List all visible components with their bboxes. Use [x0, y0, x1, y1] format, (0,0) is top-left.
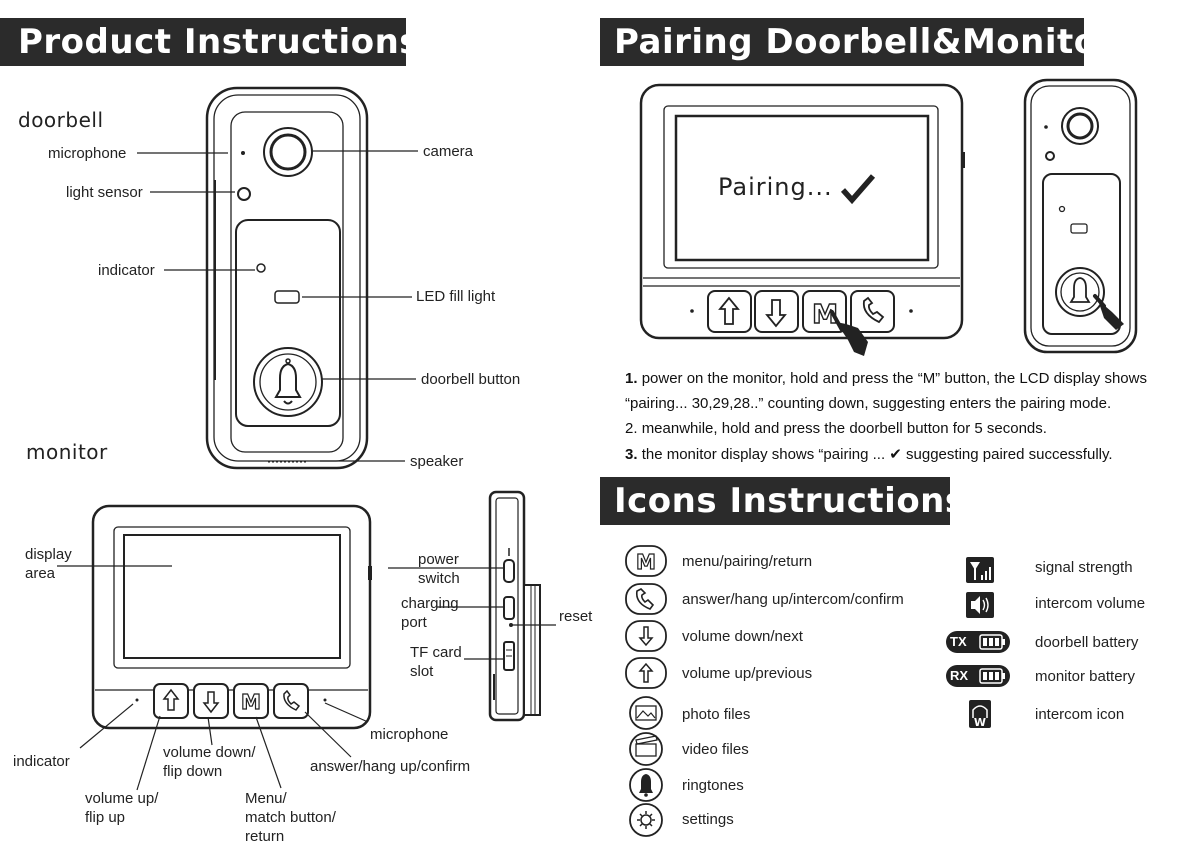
icon-label-volume-up: volume up/previous: [682, 665, 813, 682]
pairing-screen-text: Pairing...: [718, 173, 833, 201]
icon-label-signal: signal strength: [1035, 559, 1133, 576]
icon-label-monitor-battery: monitor battery: [1035, 668, 1136, 685]
step-1: 1. power on the monitor, hold and press …: [625, 370, 1147, 387]
label-volume-down: volume down/flip down: [163, 744, 256, 780]
icon-label-intercom: intercom icon: [1035, 706, 1125, 723]
icon-label-photo: photo files: [682, 706, 751, 723]
rx-badge: RX: [950, 668, 969, 683]
label-reset: reset: [559, 608, 593, 625]
icon-label-answer: answer/hang up/intercom/confirm: [682, 591, 904, 608]
step-2: 2. meanwhile, hold and press the doorbel…: [625, 420, 1047, 437]
product-instructions-banner: Product Instructions: [0, 18, 420, 66]
label-answer: answer/hang up/confirm: [310, 758, 471, 775]
label-light-sensor: light sensor: [66, 184, 143, 201]
pairing-monitor-drawing: M: [639, 83, 965, 356]
label-indicator: indicator: [98, 262, 155, 279]
svg-text:M: M: [241, 690, 261, 714]
icons-instructions-banner: Icons Instructions: [600, 477, 965, 525]
icons-left-column: M: [625, 545, 667, 837]
icon-label-intercom-volume: intercom volume: [1035, 595, 1146, 612]
monitor-side-drawing: [488, 490, 541, 722]
step-3: 3. the monitor display shows “pairing ..…: [625, 446, 1113, 463]
label-doorbell-button: doorbell button: [421, 371, 521, 388]
svg-text:W: W: [974, 716, 986, 729]
pairing-doorbell-drawing: [1023, 78, 1138, 354]
monitor-drawing: M: [91, 504, 372, 730]
icon-label-doorbell-battery: doorbell battery: [1035, 634, 1139, 651]
step-1-cont: “pairing... 30,29,28..” counting down, s…: [625, 395, 1112, 412]
label-speaker: speaker: [410, 453, 464, 470]
label-monitor-indicator: indicator: [13, 753, 70, 770]
pairing-banner: Pairing Doorbell&Monitor: [600, 18, 1114, 66]
icon-label-video: video files: [682, 741, 749, 758]
label-menu: Menu/match button/return: [245, 790, 336, 845]
doorbell-drawing: [205, 86, 369, 470]
label-monitor-microphone: microphone: [370, 726, 449, 743]
label-microphone: microphone: [48, 145, 127, 162]
label-camera: camera: [423, 143, 474, 160]
icon-label-ringtones: ringtones: [682, 777, 744, 794]
label-led-fill-light: LED fill light: [416, 288, 496, 305]
monitor-heading: monitor: [26, 440, 108, 464]
icon-label-menu: menu/pairing/return: [682, 553, 813, 570]
icon-label-volume-down: volume down/next: [682, 628, 803, 645]
tx-badge: TX: [950, 634, 967, 649]
doorbell-heading: doorbell: [18, 108, 104, 132]
icons-right-column: W: [946, 557, 1010, 729]
svg-text:M: M: [636, 550, 656, 574]
label-volume-up: volume up/flip up: [85, 790, 159, 826]
icon-label-settings: settings: [682, 811, 734, 828]
